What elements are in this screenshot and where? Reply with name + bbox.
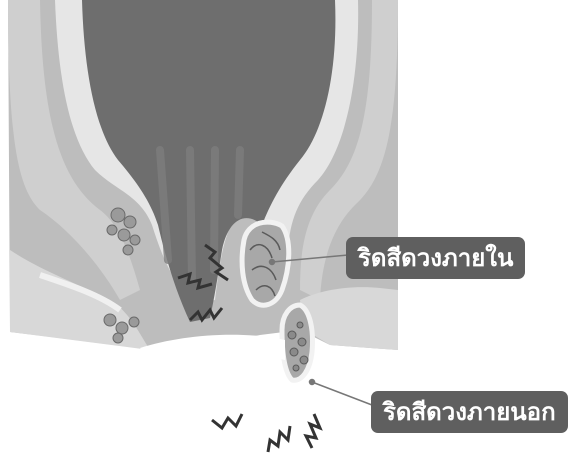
internal-hemorrhoid-label: ริดสีดวงภายใน <box>346 237 525 279</box>
external-hemorrhoid-label: ริดสีดวงภายนอก <box>371 391 568 433</box>
